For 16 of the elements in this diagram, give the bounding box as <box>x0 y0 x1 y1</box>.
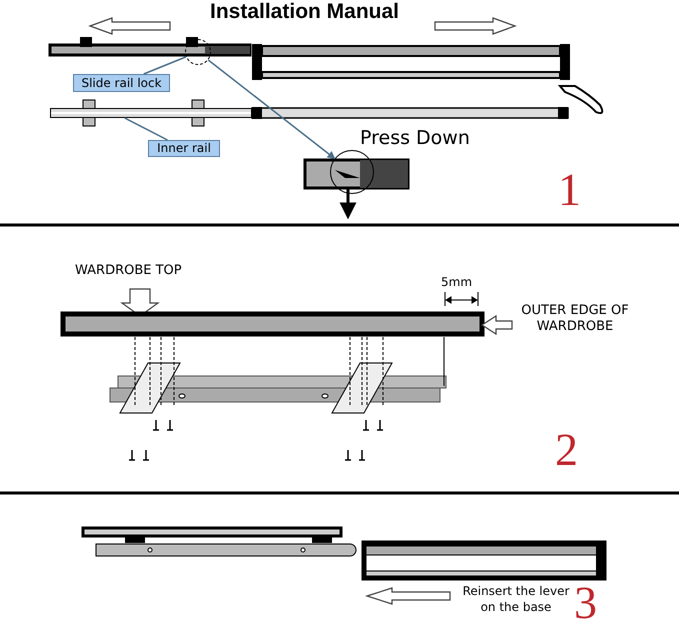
magnifier-circle <box>185 39 211 65</box>
step-number: 3 <box>574 578 597 623</box>
callout-label: Slide rail lock <box>73 74 170 92</box>
arrow <box>208 59 336 160</box>
callout-label: Inner rail <box>148 140 220 157</box>
caption-text: OUTER EDGE OF WARDROBE <box>520 303 630 336</box>
title: Installation Manual <box>210 0 400 24</box>
caption-text: Press Down <box>360 128 470 149</box>
leader-line <box>143 56 186 75</box>
dimension-label: 5mm <box>441 276 472 290</box>
leader-line <box>124 117 168 141</box>
caption-text: Reinsert the lever on the base <box>462 583 570 616</box>
magnifier-circle <box>330 150 374 194</box>
caption-text: WARDROBE TOP <box>75 264 182 278</box>
step-number: 2 <box>555 425 578 476</box>
step-number: 1 <box>558 165 581 216</box>
